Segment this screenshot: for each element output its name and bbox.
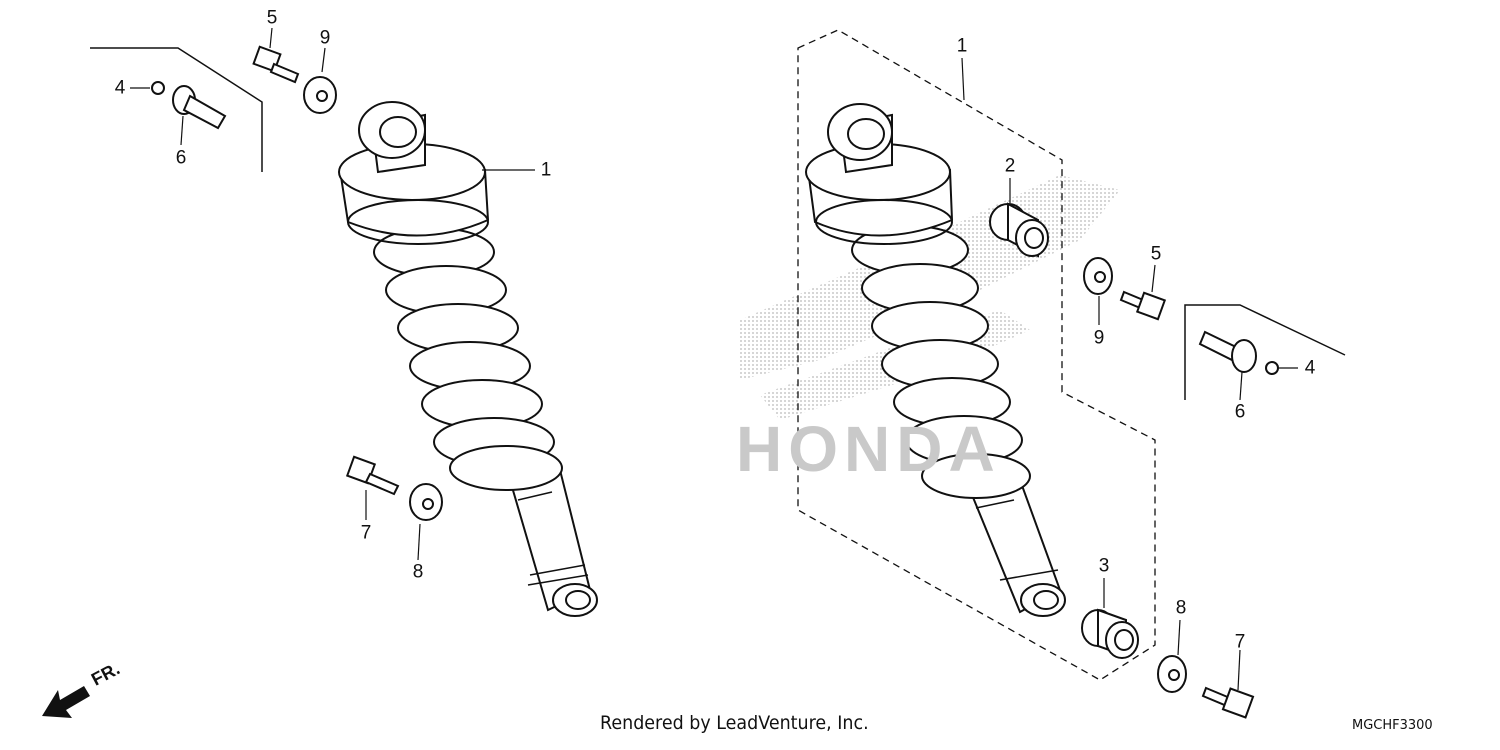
right-collar-4 <box>1265 361 1279 375</box>
callout-left-7: 7 <box>360 522 372 544</box>
callout-left-9: 9 <box>319 27 331 49</box>
callout-right-6: 6 <box>1234 401 1246 423</box>
diagram-code: MGCHF3300 <box>1352 718 1433 733</box>
callout-right-5: 5 <box>1150 243 1162 265</box>
render-credit: Rendered by LeadVenture, Inc. <box>600 712 869 734</box>
left-bracket-line <box>90 47 263 172</box>
callout-left-5: 5 <box>266 7 278 29</box>
right-kit-outline <box>797 29 1156 681</box>
callout-left-6: 6 <box>175 147 187 169</box>
right-bolt-7 <box>1201 686 1255 719</box>
callout-right-9: 9 <box>1093 327 1105 349</box>
right-bushing-2 <box>989 202 1049 258</box>
callout-left-4: 4 <box>114 77 126 99</box>
callout-right-2: 2 <box>1004 155 1016 177</box>
left-bolt-7 <box>345 455 400 496</box>
right-spring <box>851 225 1031 499</box>
honda-watermark-text: HONDA <box>736 413 1001 485</box>
callout-left-8: 8 <box>412 561 424 583</box>
left-spring <box>373 227 563 491</box>
right-bracket-line <box>1184 304 1346 400</box>
left-pin-6 <box>172 85 227 130</box>
left-shock-assembly <box>90 27 598 617</box>
left-bolt-5 <box>252 45 300 84</box>
right-bushing-3 <box>1081 608 1139 659</box>
front-arrow <box>42 686 90 718</box>
callout-right-7: 7 <box>1234 631 1246 653</box>
callout-right-1: 1 <box>956 35 968 57</box>
right-pin-6 <box>1198 330 1257 373</box>
callout-right-4: 4 <box>1304 357 1316 379</box>
right-shock-assembly <box>797 29 1346 719</box>
right-bolt-5 <box>1119 290 1167 321</box>
callout-right-3: 3 <box>1098 555 1110 577</box>
left-collar-4 <box>151 81 165 95</box>
callout-left-1: 1 <box>540 159 552 181</box>
callout-right-8: 8 <box>1175 597 1187 619</box>
